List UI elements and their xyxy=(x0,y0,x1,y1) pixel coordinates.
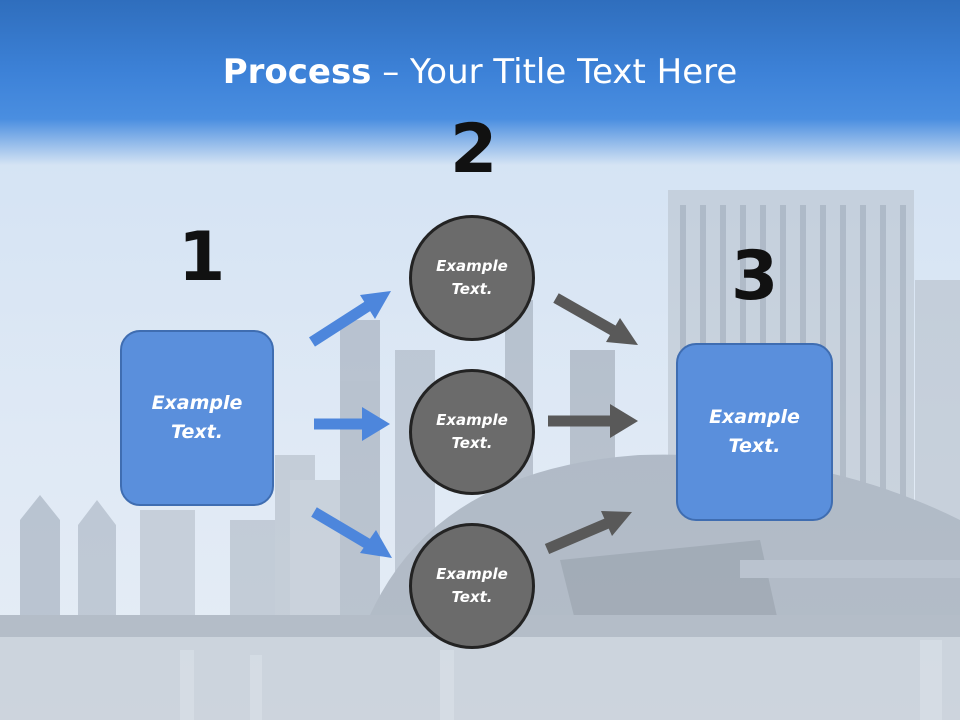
slide-title: Process – Your Title Text Here xyxy=(0,52,960,92)
arrow-left-to-bottom xyxy=(311,507,392,558)
step-number-3: 3 xyxy=(731,237,779,316)
right-box-label: Example Text. xyxy=(709,406,800,457)
arrow-top-to-right xyxy=(553,293,638,345)
left-box: Example Text. xyxy=(120,330,274,506)
title-band xyxy=(0,0,960,165)
arrow-middle-to-right xyxy=(548,404,638,438)
circle-top-label: Example Text. xyxy=(436,257,508,298)
arrow-bottom-to-right xyxy=(544,511,632,555)
circle-middle-label: Example Text. xyxy=(436,411,508,452)
step-number-1: 1 xyxy=(178,218,226,297)
arrow-left-to-middle xyxy=(314,407,390,441)
step-number-2: 2 xyxy=(450,110,498,189)
circle-bottom: Example Text. xyxy=(409,523,535,649)
title-bold-part: Process xyxy=(222,52,372,92)
title-rest-part: – Your Title Text Here xyxy=(371,52,738,92)
circle-middle: Example Text. xyxy=(409,369,535,495)
right-box: Example Text. xyxy=(676,343,833,521)
circle-bottom-label: Example Text. xyxy=(436,565,508,606)
circle-top: Example Text. xyxy=(409,215,535,341)
arrow-left-to-top xyxy=(309,291,391,347)
left-box-label: Example Text. xyxy=(151,392,243,443)
